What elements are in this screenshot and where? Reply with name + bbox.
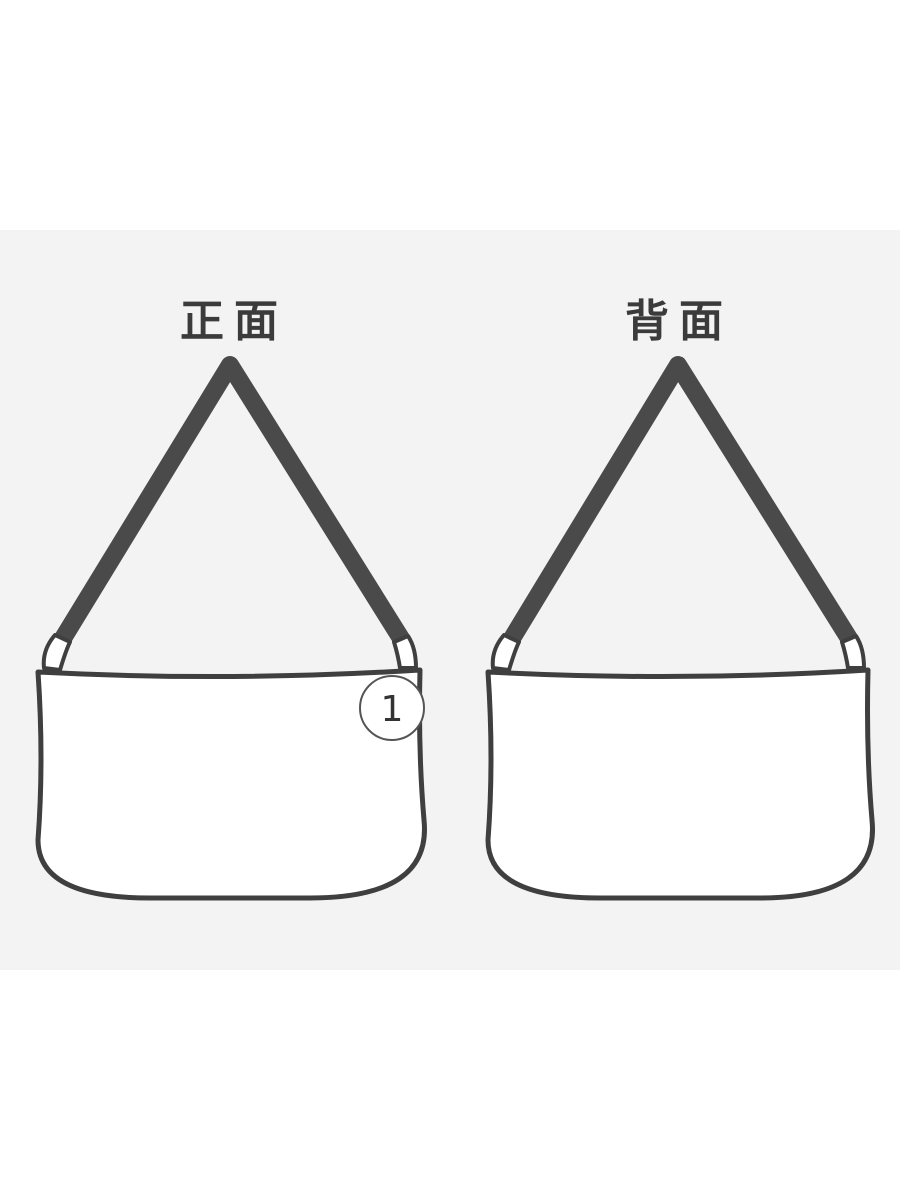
front-bag-strap — [53, 356, 411, 649]
callout-circle — [359, 675, 425, 741]
front-bag-body — [35, 667, 427, 901]
front-bag-right-ring — [392, 634, 418, 670]
back-bag — [485, 356, 875, 901]
front-view-label: 正面 — [180, 296, 288, 347]
front-bag: 1 — [35, 356, 427, 901]
back-bag-strap — [502, 356, 859, 649]
back-bag-right-ring — [840, 634, 866, 670]
front-bag-left-ring — [41, 633, 72, 672]
callout-marker-1: 1 — [359, 675, 425, 741]
back-bag-body — [485, 667, 875, 901]
back-view-label: 背面 — [625, 296, 733, 347]
callout-number: 1 — [381, 689, 404, 730]
back-bag-left-ring — [490, 633, 521, 672]
